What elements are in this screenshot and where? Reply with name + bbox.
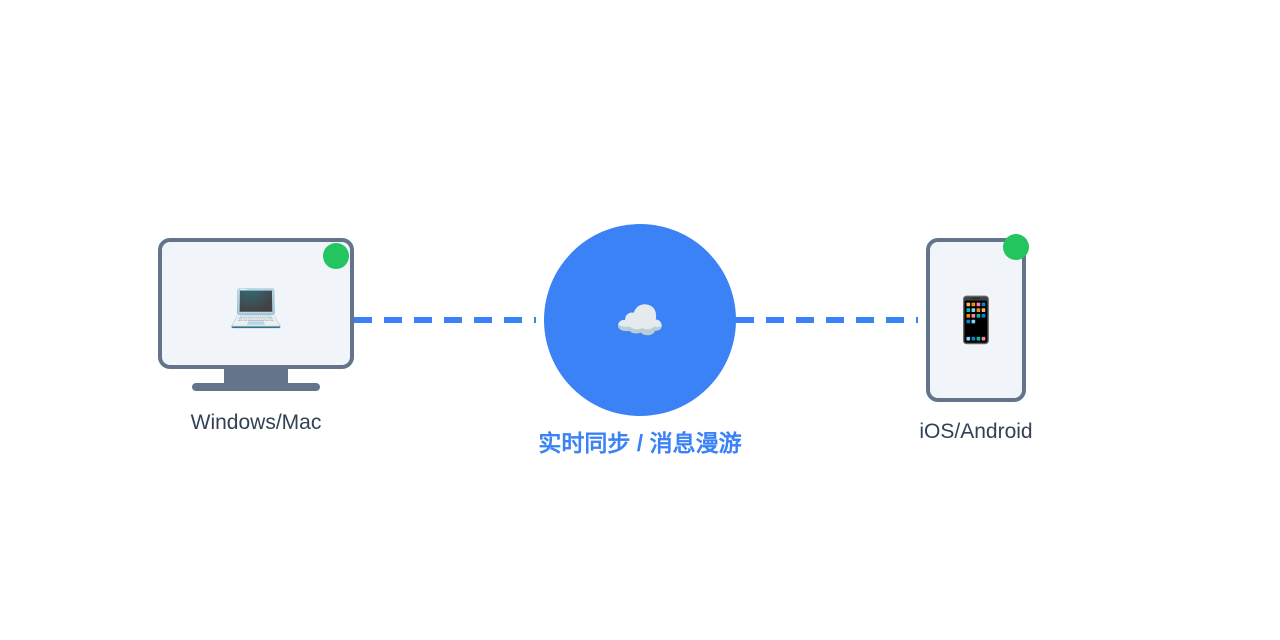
desktop-label: Windows/Mac (190, 411, 322, 434)
monitor-stand-neck (224, 367, 288, 385)
phone-icon: 📱 (948, 296, 1004, 345)
mobile-device: 📱 (926, 238, 1026, 402)
laptop-icon: 💻 (228, 279, 284, 329)
cloud-icon: ☁️ (615, 298, 665, 343)
mobile-online-indicator (1003, 234, 1029, 260)
desktop-device: 💻 (158, 238, 354, 369)
connection-line-left (354, 317, 536, 323)
desktop-online-indicator (323, 243, 349, 269)
connection-line-right (736, 317, 918, 323)
monitor-stand-base (192, 383, 320, 391)
sync-label: 实时同步 / 消息漫游 (538, 430, 742, 456)
cloud-hub: ☁️ (544, 224, 736, 416)
mobile-label: iOS/Android (919, 420, 1033, 443)
